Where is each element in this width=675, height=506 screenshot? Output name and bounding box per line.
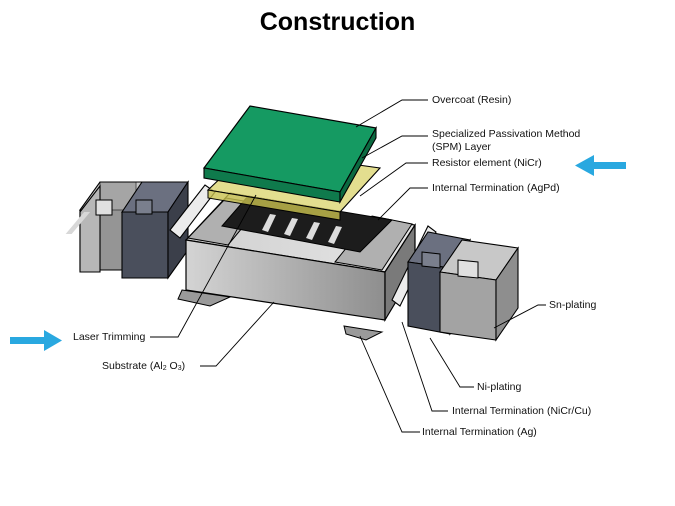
left-ni-plating-cap [120, 180, 190, 280]
leader-lines [150, 99, 546, 433]
label-spm-line2: (SPM) Layer [432, 141, 491, 153]
label-spm-line1: Specialized Passivation Method [432, 128, 581, 140]
label-internal-termination-nicrcu: Internal Termination (NiCr/Cu) [452, 405, 592, 417]
label-sn-plating: Sn-plating [549, 299, 597, 311]
resistor-element [65, 195, 394, 253]
label-overcoat: Overcoat (Resin) [432, 94, 512, 106]
label-internal-termination-agpd: Internal Termination (AgPd) [432, 182, 560, 194]
arrow-laser-trimming [10, 330, 62, 351]
label-ni-plating: Ni-plating [477, 381, 522, 393]
label-resistor-element: Resistor element (NiCr) [432, 157, 542, 169]
overcoat-layer [202, 105, 377, 205]
page-title: Construction [259, 8, 416, 36]
label-laser-trimming: Laser Trimming [73, 331, 146, 343]
arrow-resistor-element [575, 155, 626, 176]
label-substrate: Substrate (Al2 O3) [102, 360, 186, 372]
right-sn-plating-cap [439, 239, 519, 342]
label-internal-termination-ag: Internal Termination (Ag) [422, 426, 537, 438]
